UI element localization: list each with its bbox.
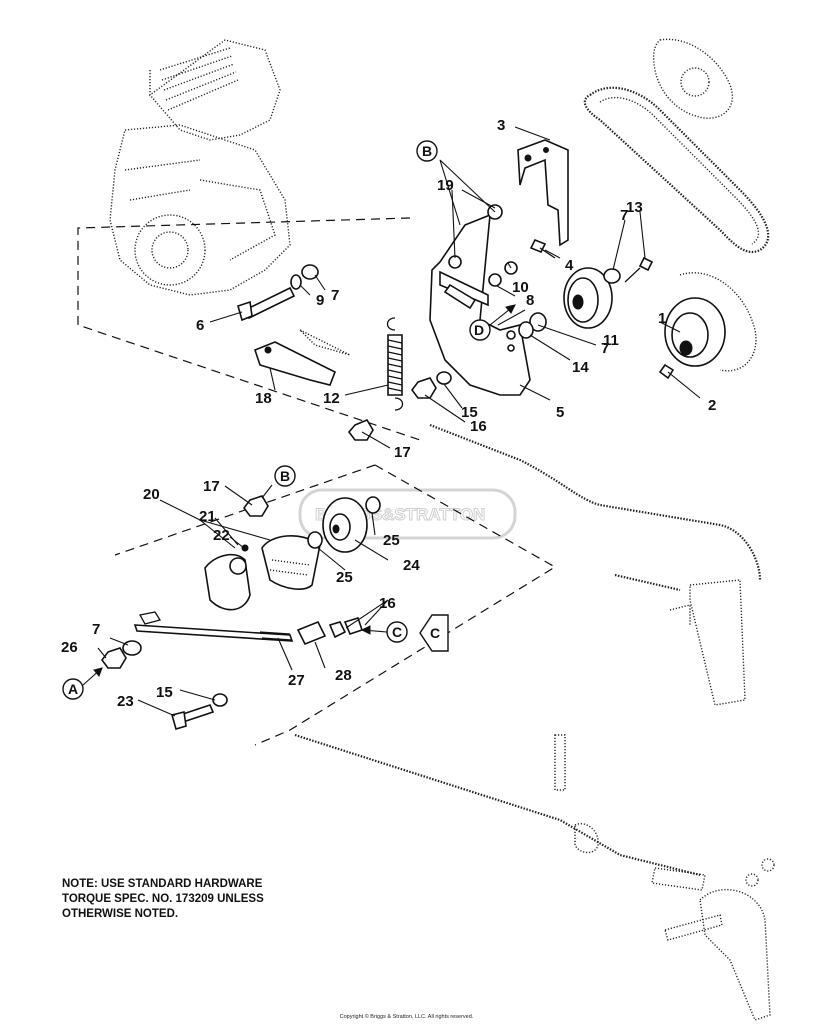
nuts-group [347, 371, 452, 441]
label-7c: 7 [620, 207, 628, 224]
label-28: 28 [335, 667, 352, 684]
label-24: 24 [403, 557, 420, 574]
label-16b: 16 [379, 595, 396, 612]
label-25a: 25 [383, 532, 400, 549]
label-21: 21 [199, 508, 216, 525]
bolt-part-6 [237, 264, 319, 322]
label-14: 14 [572, 359, 589, 376]
label-17b: 17 [203, 478, 220, 495]
label-1: 1 [658, 310, 666, 327]
label-9: 9 [316, 292, 324, 309]
note-line-2: TORQUE SPEC. NO. 173209 UNLESS [62, 893, 264, 905]
control-rod [429, 423, 762, 706]
hardware-note: NOTE: USE STANDARD HARDWARE TORQUE SPEC.… [62, 877, 322, 922]
label-7b: 7 [601, 340, 609, 357]
label-5: 5 [556, 404, 564, 421]
label-25b: 25 [336, 569, 353, 586]
part-number-labels: 1 2 3 4 5 6 7 7 7 7 8 9 10 11 12 13 14 1… [61, 117, 716, 710]
label-22: 22 [213, 527, 230, 544]
label-8: 8 [526, 292, 534, 309]
label-20: 20 [143, 486, 160, 503]
label-17a: 17 [394, 444, 411, 461]
drive-belt [583, 38, 770, 253]
note-line-1: NOTE: USE STANDARD HARDWARE [62, 878, 263, 890]
brake-band-part-20 [204, 534, 321, 611]
label-7d: 7 [92, 621, 100, 638]
pulley-part-1 [658, 272, 757, 380]
engine-outline [109, 39, 291, 296]
label-26: 26 [61, 639, 78, 656]
callout-b-mid: B [280, 468, 290, 484]
lower-linkage [294, 733, 775, 1021]
label-23: 23 [117, 693, 134, 710]
label-13: 13 [626, 199, 643, 216]
callout-b-top: B [422, 143, 432, 159]
label-11: 11 [603, 332, 619, 349]
copyright-text: Copyright © Briggs & Stratton, LLC. All … [339, 1014, 474, 1020]
pulley-part-11 [563, 267, 613, 329]
label-7a: 7 [331, 287, 339, 304]
label-4: 4 [565, 257, 574, 274]
label-2: 2 [708, 397, 716, 414]
assembly-boundary [77, 217, 421, 441]
label-15b: 15 [156, 684, 173, 701]
callout-c-arrow: C [430, 625, 440, 641]
callout-d: D [474, 322, 484, 338]
bolt-part-23 [171, 693, 228, 730]
note-line-3: OTHERWISE NOTED. [62, 908, 179, 920]
label-15a: 15 [461, 404, 478, 421]
nut-part-17-lower [243, 495, 269, 517]
brake-rod-part-27 [101, 611, 364, 669]
callout-a: A [68, 681, 78, 697]
spring-part-12 [386, 317, 404, 411]
callout-leaders [97, 126, 701, 717]
label-12: 12 [323, 390, 340, 407]
bracket-part-3 [517, 139, 569, 247]
label-19: 19 [437, 177, 454, 194]
label-27: 27 [288, 672, 305, 689]
idler-pulley-part-24 [307, 496, 381, 553]
label-10: 10 [512, 279, 529, 296]
callout-c: C [392, 624, 402, 640]
label-3: 3 [497, 117, 505, 134]
label-6: 6 [196, 317, 204, 334]
link-part-18 [254, 329, 351, 386]
label-18: 18 [255, 390, 272, 407]
label-16a: 16 [470, 418, 487, 435]
callout-circles: B B D C A C [62, 140, 516, 700]
